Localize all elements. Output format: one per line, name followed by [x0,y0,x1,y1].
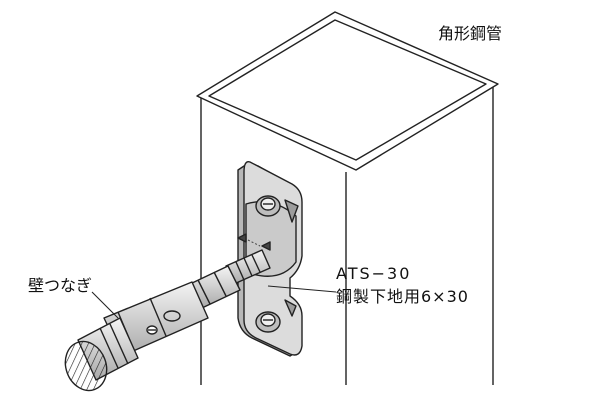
leader-wall-tie [91,291,119,319]
wall-tie [64,249,271,392]
bracket-mark-left [237,233,247,243]
lower-bolt [255,311,281,333]
tube-top-inner [208,19,487,161]
square-steel-tube [196,11,499,385]
label-model-code: ATS−30 [336,264,412,283]
leader-ats [267,285,337,293]
tube-top-outer [196,11,499,171]
label-wall-tie: 壁つなぎ [28,276,93,295]
upper-bolt [255,195,281,217]
tie-cut-end [64,340,108,392]
label-model-spec: 鋼製下地用6×30 [336,287,469,306]
leader-lines [91,285,337,319]
bracket-mark-right [261,241,271,251]
label-steel-tube: 角形鋼管 [438,24,503,43]
